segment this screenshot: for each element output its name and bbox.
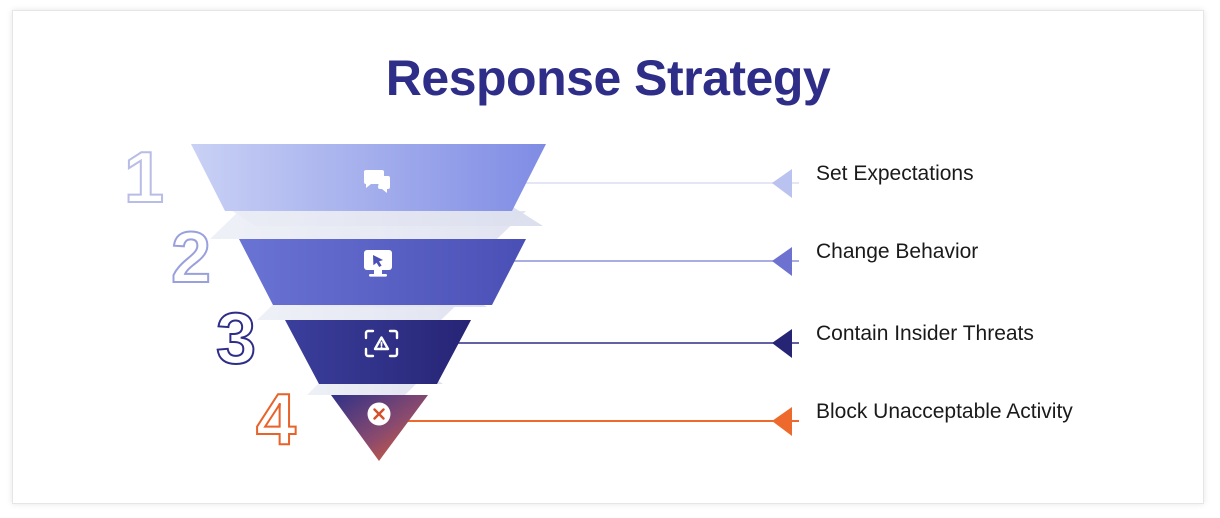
step-label-set-expectations: Set Expectations: [816, 162, 974, 185]
page-title: Response Strategy: [385, 50, 831, 106]
step-number-4: 4: [255, 380, 297, 460]
funnel-segment-2[interactable]: [239, 239, 526, 305]
funnel-segment-4[interactable]: [331, 395, 428, 461]
step-label-change-behavior: Change Behavior: [816, 240, 979, 263]
chat-bubbles-icon: [364, 170, 390, 193]
funnel-shadow-1b: [210, 211, 526, 239]
arrowhead-1: [772, 169, 792, 198]
block-x-icon: [367, 402, 391, 426]
funnel-diagram: [191, 144, 799, 461]
step-label-block-unacceptable-activity: Block Unacceptable Activity: [816, 400, 1073, 423]
arrowhead-3: [772, 329, 792, 358]
step-number-3: 3: [215, 299, 257, 379]
slide-card: Response Strategy: [12, 10, 1204, 504]
monitor-cursor-icon: [364, 250, 392, 277]
step-number-1: 1: [123, 138, 165, 218]
step-label-contain-insider-threats: Contain Insider Threats: [816, 322, 1034, 345]
funnel-segment-3[interactable]: [285, 320, 471, 384]
arrowhead-4: [772, 407, 792, 436]
step-number-2: 2: [170, 218, 212, 298]
arrowhead-2: [772, 247, 792, 276]
scan-warning-icon: [364, 329, 399, 358]
